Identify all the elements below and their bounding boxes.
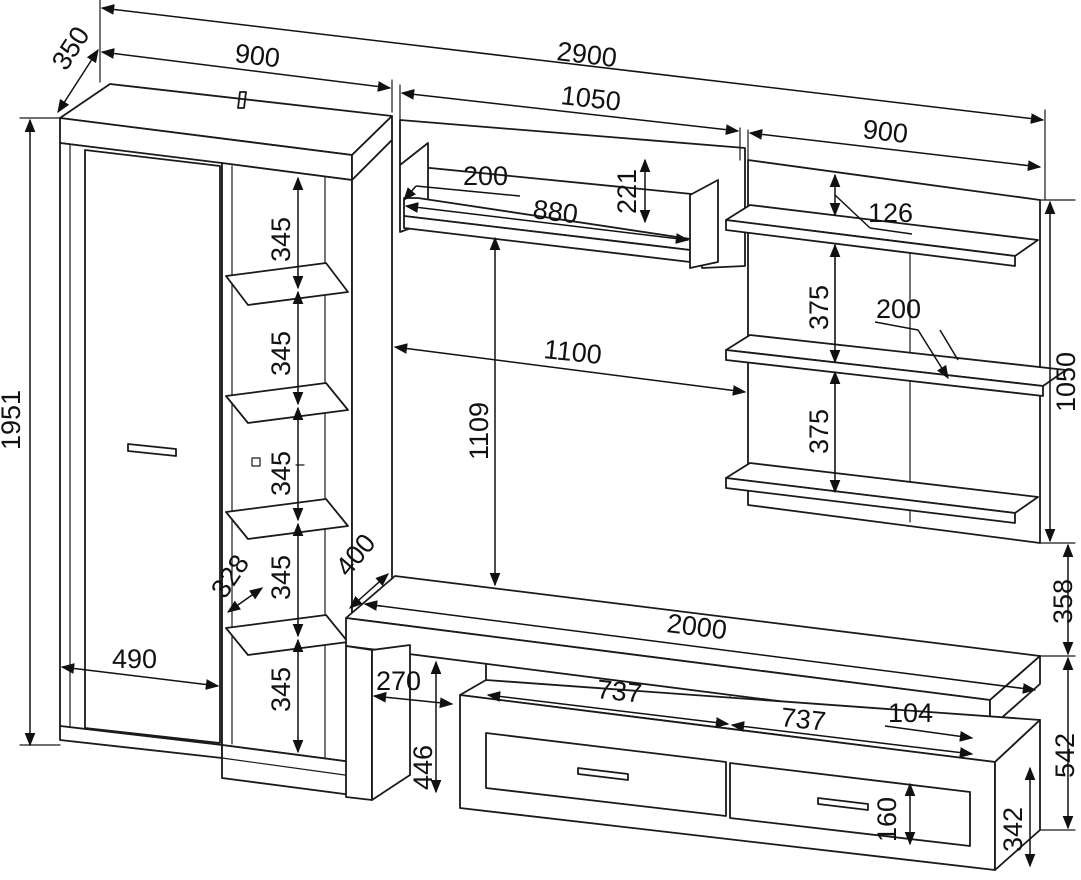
dim-base-height: 342 xyxy=(998,807,1028,852)
dim-shelf-unit-width: 900 xyxy=(861,114,909,149)
shelf-unit-right xyxy=(725,159,1067,544)
dim-shelf-depth: 200 xyxy=(876,294,921,324)
dim-overall-height: 1951 xyxy=(0,390,26,450)
dimension-lines xyxy=(24,4,1074,868)
dim-wall-shelf-height: 1050 xyxy=(1051,352,1081,412)
door-handle-icon xyxy=(127,443,177,457)
dim-shelf-gap-2: 345 xyxy=(266,331,296,376)
dim-shelf-spacing-2: 375 xyxy=(804,409,834,454)
wardrobe xyxy=(59,83,393,796)
dim-side-depth: 270 xyxy=(376,666,421,696)
dim-gap-height: 1109 xyxy=(464,402,494,460)
dim-shelf-gap-4: 345 xyxy=(266,555,296,600)
right-bracket xyxy=(689,179,719,269)
drawer-handle-icon xyxy=(577,767,629,781)
dim-top-shelf-length: 880 xyxy=(531,194,579,229)
dim-wardrobe-width: 900 xyxy=(233,38,281,73)
dimension-labels: 2900 900 350 1050 900 1951 345 345 345 3… xyxy=(0,21,1081,852)
tv-left-support xyxy=(345,645,373,801)
dim-wall-panel-width: 1050 xyxy=(559,80,622,117)
dim-niche-height: 104 xyxy=(888,698,933,728)
dim-tv-width: 2000 xyxy=(665,608,728,645)
dim-shelf-gap-3: 345 xyxy=(266,451,296,496)
dim-drawer-height: 160 xyxy=(872,797,902,842)
dim-side-height: 446 xyxy=(408,745,438,790)
drawer-left xyxy=(485,732,727,817)
dim-niche-left: 737 xyxy=(595,674,643,709)
dim-small-shelf-step: 126 xyxy=(868,198,913,228)
dim-top-shelf-depth: 200 xyxy=(463,161,508,191)
wall-shelf-top xyxy=(399,119,746,269)
dim-shelf-spacing-1: 375 xyxy=(804,285,834,330)
dim-door-width: 490 xyxy=(112,644,157,674)
dim-niche-right: 737 xyxy=(779,702,827,737)
dim-gap-width: 1100 xyxy=(542,334,603,370)
dim-tv-total-height: 542 xyxy=(1050,733,1080,778)
dim-overall-width: 2900 xyxy=(555,36,618,73)
dim-wardrobe-depth: 350 xyxy=(46,21,96,75)
dim-top-shelf-height: 221 xyxy=(612,169,642,214)
dim-clearance-offset: 358 xyxy=(1048,579,1078,624)
dim-shelf-gap-1: 345 xyxy=(266,217,296,262)
dim-shelf-gap-5: 345 xyxy=(266,667,296,712)
drawer-handle-icon xyxy=(817,797,869,811)
